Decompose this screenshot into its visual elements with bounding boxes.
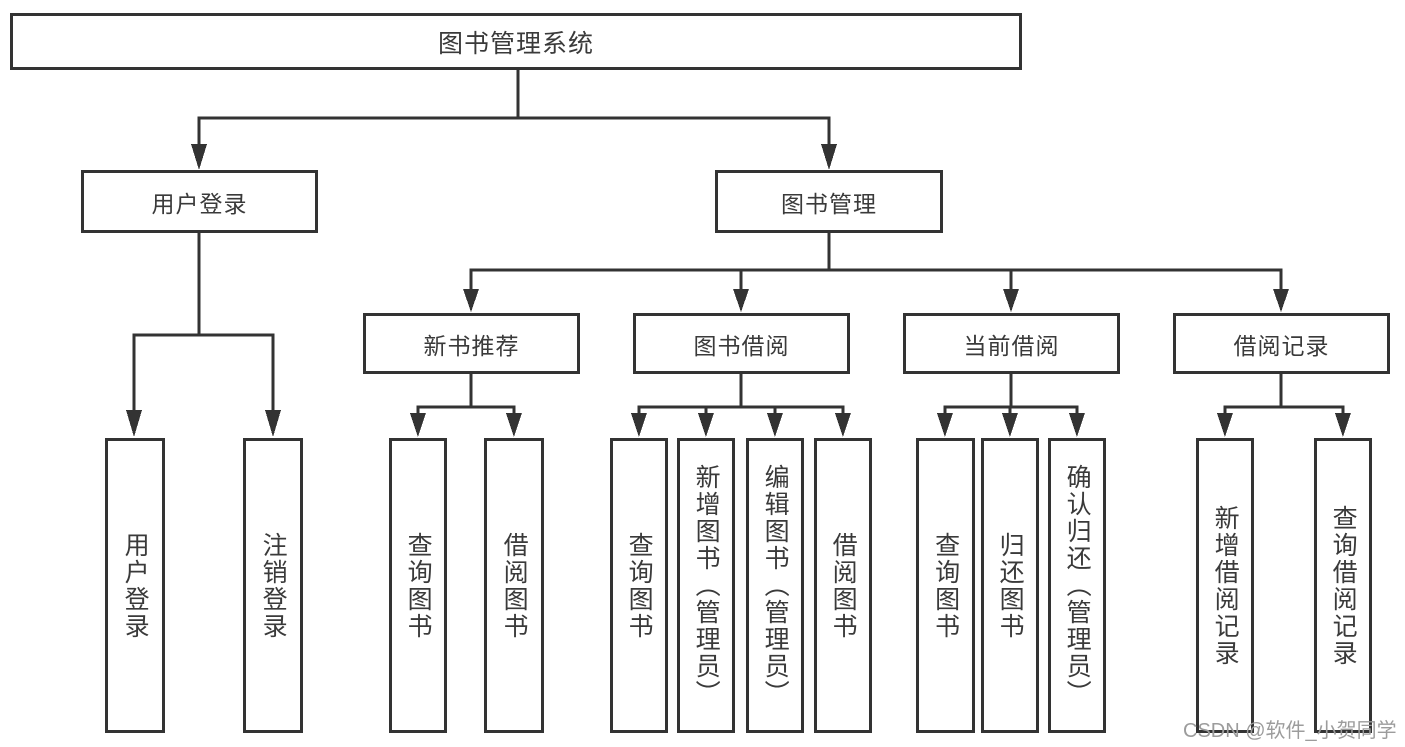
leaf-edit-books-admin: 编辑图书（管理员） [746,438,804,733]
leaf-query-borrow-record: 查询借阅记录 [1314,438,1372,733]
arrowhead [733,289,749,312]
leaf-add-borrow-record: 新增借阅记录 [1196,438,1254,733]
leaf-query-books-recommend: 查询图书 [389,438,447,733]
leaf-query-books-borrowing: 查询图书 [610,438,668,733]
arrowhead [126,410,142,437]
arrowhead [835,413,851,437]
node-book-management: 图书管理 [715,170,943,233]
node-library-management-system: 图书管理系统 [10,13,1022,70]
leaf-borrow-books: 借阅图书 [814,438,872,733]
connector-borrowing-records-to-leaves [1217,374,1351,437]
node-new-book-recommendation: 新书推荐 [363,313,580,374]
connector-root-to-level2 [191,70,837,170]
connector-user-login-to-leaves [126,233,281,437]
leaf-user-login: 用户登录 [105,438,165,733]
connector-book-management-to-level3 [463,233,1289,312]
arrowhead [1069,413,1085,437]
arrowhead [631,413,647,437]
node-book-borrowing: 图书借阅 [633,313,850,374]
arrowhead [821,144,837,170]
arrowhead [410,413,426,437]
node-user-login: 用户登录 [81,170,318,233]
arrowhead [698,413,714,437]
arrowhead [1217,413,1233,437]
leaf-query-books-current: 查询图书 [916,438,975,733]
arrowhead [191,144,207,170]
leaf-logout: 注销登录 [243,438,303,733]
connector-current-borrowing-to-leaves [937,374,1085,437]
connector-new-book-to-leaves [410,374,522,437]
connector-book-borrowing-to-leaves [631,374,851,437]
leaf-return-books: 归还图书 [981,438,1039,733]
leaf-confirm-return-admin: 确认归还（管理员） [1048,438,1106,733]
csdn-watermark: CSDN @软件_小贺同学 [1183,720,1397,742]
leaf-add-books-admin: 新增图书（管理员） [677,438,735,733]
arrowhead [463,289,479,312]
arrowhead [1273,289,1289,312]
arrowhead [506,413,522,437]
node-borrowing-records: 借阅记录 [1173,313,1390,374]
arrowhead [767,413,783,437]
leaf-borrow-books-recommend: 借阅图书 [484,438,544,733]
arrowhead [1002,413,1018,437]
arrowhead [265,410,281,437]
arrowhead [1003,289,1019,312]
node-current-borrowing: 当前借阅 [903,313,1120,374]
arrowhead [937,413,953,437]
arrowhead [1335,413,1351,437]
